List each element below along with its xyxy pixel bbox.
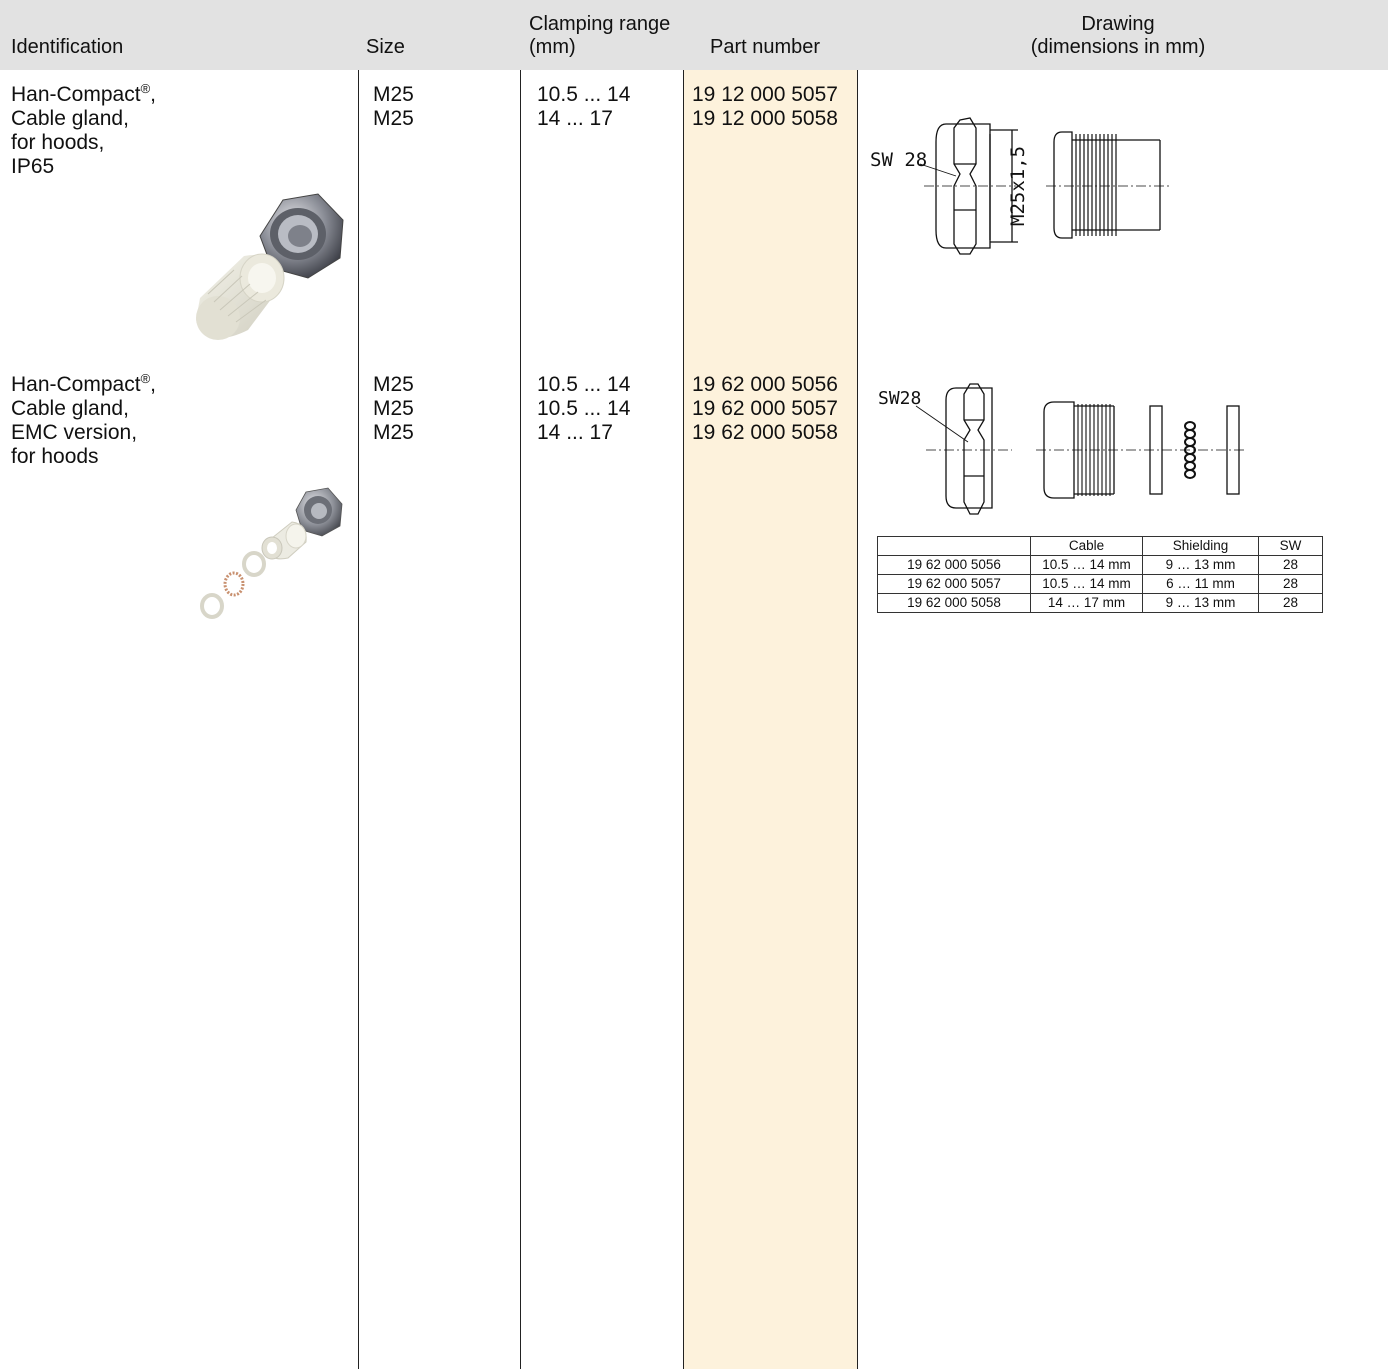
table-row: 19 62 000 5056 10.5 … 14 mm 9 … 13 mm 28 [877, 555, 1323, 575]
header-clamping-line2: (mm) [529, 36, 576, 58]
row2-identification: Han-Compact®, Cable gland, EMC version, … [11, 371, 156, 469]
registered-mark: ® [140, 81, 151, 96]
table-row: 19 62 000 5057 10.5 … 14 mm 6 … 11 mm 28 [877, 574, 1323, 594]
emc-cable-gland-photo [200, 487, 343, 619]
clamping-value: 10.5 ... 14 [537, 397, 631, 420]
spec-part-number: 19 62 000 5058 [877, 593, 1031, 613]
product-name: Han-Compact [11, 83, 141, 106]
spec-table-header-row: Cable Shielding SW [877, 536, 1323, 556]
column-divider [857, 70, 858, 1369]
header-drawing-line1: Drawing [1081, 13, 1155, 35]
registered-mark: ® [140, 371, 151, 386]
clamping-value: 14 ... 17 [537, 421, 613, 444]
row1-clamping: 10.5 ... 14 14 ... 17 [537, 83, 630, 131]
part-number[interactable]: 19 62 000 5058 [692, 421, 838, 444]
column-divider [683, 70, 684, 1369]
table-header: Identification Size Clamping range (mm) … [0, 0, 1388, 70]
size-value: M25 [373, 421, 414, 444]
wrench-size-label: SW28 [878, 388, 921, 409]
spec-header-part [877, 536, 1031, 556]
product-desc-line: for hoods [11, 445, 99, 468]
emc-cable-gland-drawing: SW28 [878, 383, 1246, 515]
product-desc-line: for hoods, [11, 131, 105, 154]
spec-cable: 10.5 … 14 mm [1030, 574, 1143, 594]
product-name-line: Han-Compact®, [11, 371, 156, 397]
column-divider [520, 70, 521, 1369]
comma: , [150, 373, 156, 396]
size-value: M25 [373, 83, 414, 106]
spec-cable: 14 … 17 mm [1030, 593, 1143, 613]
column-divider [358, 70, 359, 1369]
cable-gland-photo [196, 193, 344, 340]
header-part-number: Part number [710, 36, 821, 58]
spec-header-sw: SW [1258, 536, 1323, 556]
part-number[interactable]: 19 12 000 5058 [692, 107, 838, 130]
header-drawing-line2: (dimensions in mm) [1030, 36, 1206, 58]
product-name-line: Han-Compact®, [11, 81, 156, 107]
table-row: 19 62 000 5058 14 … 17 mm 9 … 13 mm 28 [877, 593, 1323, 613]
spec-part-number: 19 62 000 5056 [877, 555, 1031, 575]
spec-shielding: 6 … 11 mm [1142, 574, 1259, 594]
row2-clamping: 10.5 ... 14 10.5 ... 14 14 ... 17 [537, 373, 630, 445]
header-drawing: Drawing (dimensions in mm) [1018, 13, 1218, 59]
emc-spec-table: Cable Shielding SW 19 62 000 5056 10.5 …… [877, 536, 1323, 613]
row2-sizes: M25 M25 M25 [373, 373, 414, 445]
spec-shielding: 9 … 13 mm [1142, 555, 1259, 575]
size-value: M25 [373, 397, 414, 420]
header-clamping-line1: Clamping range [529, 13, 671, 35]
product-desc-line: Cable gland, [11, 397, 129, 420]
spec-header-shielding: Shielding [1142, 536, 1259, 556]
header-size: Size [366, 36, 405, 58]
product-desc-line: Cable gland, [11, 107, 129, 130]
product-name: Han-Compact [11, 373, 141, 396]
size-value: M25 [373, 107, 414, 130]
spec-sw: 28 [1258, 593, 1323, 613]
row1-part-numbers: 19 12 000 5057 19 12 000 5058 [692, 83, 838, 131]
spec-shielding: 9 … 13 mm [1142, 593, 1259, 613]
clamping-value: 10.5 ... 14 [537, 83, 631, 106]
comma: , [150, 83, 156, 106]
spec-sw: 28 [1258, 555, 1323, 575]
part-number[interactable]: 19 62 000 5057 [692, 397, 838, 420]
size-value: M25 [373, 373, 414, 396]
spec-cable: 10.5 … 14 mm [1030, 555, 1143, 575]
spec-sw: 28 [1258, 574, 1323, 594]
product-desc-line: EMC version, [11, 421, 138, 444]
part-number[interactable]: 19 62 000 5056 [692, 373, 838, 396]
row1-identification: Han-Compact®, Cable gland, for hoods, IP… [11, 81, 156, 179]
spec-header-cable: Cable [1030, 536, 1143, 556]
part-number-column-highlight [684, 70, 857, 1369]
clamping-value: 14 ... 17 [537, 107, 613, 130]
product-desc-line: IP65 [11, 155, 55, 178]
wrench-size-label: SW 28 [870, 149, 927, 171]
thread-size-label: M25x1,5 [1007, 146, 1029, 226]
spec-part-number: 19 62 000 5057 [877, 574, 1031, 594]
part-number[interactable]: 19 12 000 5057 [692, 83, 838, 106]
header-identification: Identification [11, 36, 124, 58]
header-clamping-range: Clamping range (mm) [529, 13, 670, 59]
clamping-value: 10.5 ... 14 [537, 373, 631, 396]
row1-sizes: M25 M25 [373, 83, 414, 131]
cable-gland-drawing: SW 28 M25x1,5 [870, 117, 1170, 255]
row2-part-numbers: 19 62 000 5056 19 62 000 5057 19 62 000 … [692, 373, 838, 445]
